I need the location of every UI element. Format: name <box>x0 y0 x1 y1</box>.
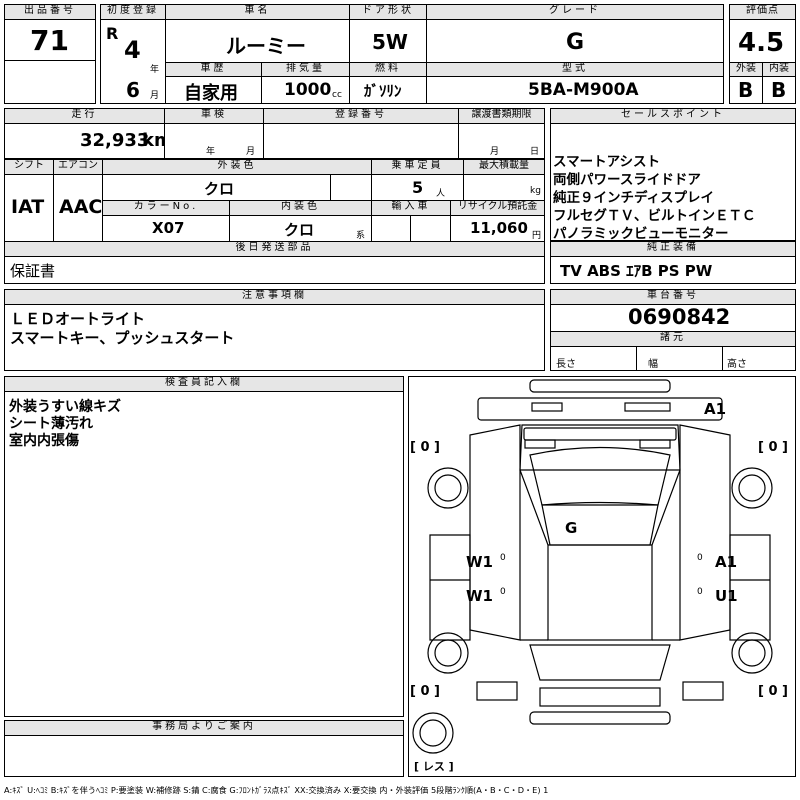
reg-no-box <box>263 123 459 159</box>
inspector-box <box>4 391 404 717</box>
ext-color-box <box>102 174 331 201</box>
int-score: B <box>771 78 787 102</box>
color-no: X07 <box>152 219 185 237</box>
capacity-unit: 人 <box>436 189 446 199</box>
shift: IAT <box>11 196 45 218</box>
tire-front-left: [ 0 ] <box>410 440 440 455</box>
height-label: 高さ <box>727 359 747 370</box>
mileage: 32,933 <box>80 130 150 151</box>
chassis-box <box>550 304 796 332</box>
damage-u1-right: U1 <box>715 587 738 605</box>
note-1: ＬＥＤオートライト <box>10 310 146 328</box>
sales-point-4: フルセグＴＶ、ビルトインＥＴＣ <box>553 208 756 224</box>
length-box <box>550 346 637 371</box>
lot-blank-box <box>4 60 96 104</box>
inspection-box <box>164 123 264 159</box>
insp-month-unit: 月 <box>246 147 256 157</box>
tire-rear-left: [ 0 ] <box>410 684 440 699</box>
max-load-unit: kg <box>530 186 541 196</box>
chassis-number: 0690842 <box>628 305 731 329</box>
transfer-box <box>458 123 545 159</box>
grade-box <box>426 19 724 63</box>
sales-points-box <box>550 123 796 241</box>
model-box <box>426 76 724 104</box>
score: 4.5 <box>738 28 785 58</box>
capacity-box <box>371 174 464 201</box>
later-parts-box <box>4 256 545 284</box>
later-parts: 保証書 <box>10 262 56 280</box>
spare-tire: [ レス ] <box>414 760 454 773</box>
int-color-box <box>229 215 372 242</box>
reg-month: 6 <box>126 78 140 102</box>
equipment-box <box>550 256 796 284</box>
damage-w1-left-rear: W1 <box>466 587 493 605</box>
mileage-box <box>4 123 165 159</box>
ext-score-box <box>729 76 763 104</box>
equipment: TV ABS ｴｱB PS PW <box>560 262 713 280</box>
tire-front-right: [ 0 ] <box>758 440 788 455</box>
sales-point-5: パノラミックビューモニター <box>553 226 729 242</box>
door-tick-rr: 0 <box>697 587 703 597</box>
int-color: クロ <box>284 221 315 239</box>
transfer-month-unit: 月 <box>490 147 500 157</box>
door-tick-lf: 0 <box>500 553 506 563</box>
damage-g-roof: G <box>565 519 578 537</box>
fuel: ｶﾞｿﾘﾝ <box>364 82 402 100</box>
car-name: ルーミー <box>226 34 306 58</box>
recycle-box <box>450 215 545 242</box>
sales-point-3: 純正９インチディスプレイ <box>553 190 715 206</box>
lot-number-box <box>4 19 96 61</box>
sales-point-1: スマートアシスト <box>553 154 661 170</box>
height-box <box>722 346 796 371</box>
damage-a1-right: A1 <box>715 553 738 571</box>
notes-box <box>4 304 545 371</box>
door-tick-rf: 0 <box>697 553 703 563</box>
displacement-unit: cc <box>332 90 342 100</box>
door-tick-lr: 0 <box>500 587 506 597</box>
fuel-box <box>349 76 427 104</box>
car-name-box <box>165 19 350 63</box>
displacement-box <box>261 76 350 104</box>
grade: G <box>566 30 585 55</box>
year-unit: 年 <box>150 65 160 75</box>
note-2: スマートキー、プッシュスタート <box>10 329 235 347</box>
score-box <box>729 19 796 63</box>
month-unit: 月 <box>150 91 160 101</box>
door-type: 5W <box>372 30 408 54</box>
inspector-note-3: 室内内張傷 <box>9 433 79 449</box>
transfer-day-unit: 日 <box>530 147 540 157</box>
history: 自家用 <box>184 83 238 104</box>
office-box <box>4 735 404 777</box>
recycle-fee: 11,060 <box>470 219 528 237</box>
inspector-note-1: 外装うすい線キズ <box>9 399 121 415</box>
damage-a1-top: A1 <box>704 400 727 418</box>
int-color-unit: 系 <box>356 231 366 241</box>
inspector-note-2: シート薄汚れ <box>9 416 93 432</box>
ext-score: B <box>738 78 754 102</box>
recycle-unit: 円 <box>532 231 542 241</box>
reg-year: 4 <box>124 36 141 64</box>
tire-rear-right: [ 0 ] <box>758 684 788 699</box>
legend: A:ｷｽﾞ U:ﾍｺﾐ B:ｷｽﾞを伴うﾍｺﾐ P:要塗装 W:補修跡 S:錆 … <box>4 785 549 795</box>
capacity: 5 <box>412 178 424 197</box>
length-label: 長さ <box>556 359 576 370</box>
insp-year-unit: 年 <box>206 147 216 157</box>
era-mark: R <box>106 24 119 43</box>
width-label: 幅 <box>648 359 658 370</box>
transfer-label: 譲渡書類期限 <box>458 108 545 124</box>
lot-number: 71 <box>30 24 69 57</box>
ext-color: クロ <box>204 180 235 198</box>
ac: AAC <box>59 196 103 218</box>
diagram-box <box>408 376 796 777</box>
int-score-box <box>762 76 796 104</box>
displacement: 1000 <box>284 80 332 100</box>
model: 5BA-M900A <box>528 80 639 100</box>
sales-point-2: 両側パワースライドドア <box>553 172 701 188</box>
damage-w1-left-front: W1 <box>466 553 493 571</box>
